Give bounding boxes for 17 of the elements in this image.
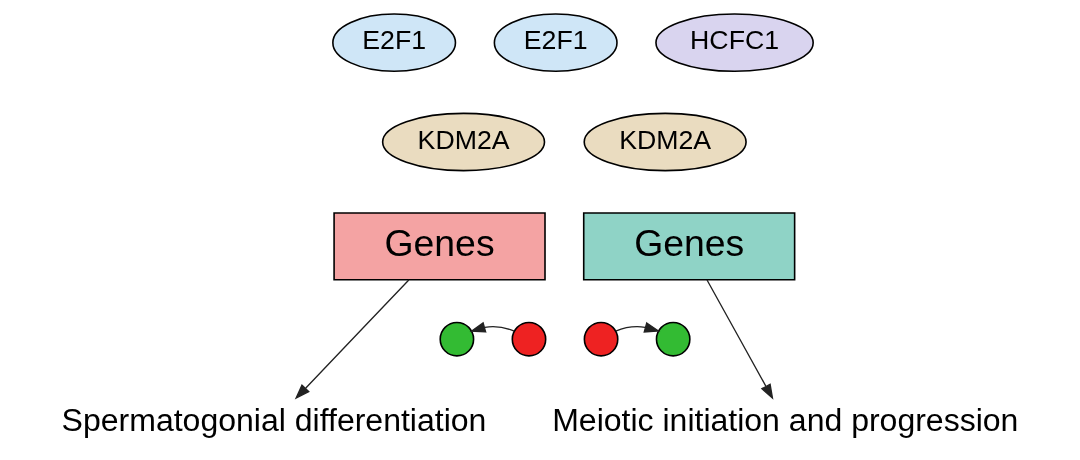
- arrow: [706, 278, 774, 400]
- node-box: Genes: [582, 211, 796, 281]
- arrow: [615, 321, 661, 333]
- arrow: [469, 321, 515, 333]
- node-box: Genes: [333, 211, 546, 281]
- arrow: [294, 278, 410, 400]
- node-circle: [511, 321, 547, 357]
- node-ellipse: KDM2A: [381, 112, 546, 171]
- node-ellipse: HCFC1: [655, 12, 814, 72]
- node-ellipse: E2F1: [493, 12, 618, 72]
- node-text: Spermatogonial differentiation: [61, 401, 487, 438]
- node-ellipse: E2F1: [332, 12, 457, 72]
- node-ellipse: KDM2A: [583, 112, 747, 171]
- node-circle: [583, 321, 619, 357]
- node-text: Meiotic initiation and progression: [552, 401, 1019, 438]
- node-circle: [655, 321, 691, 357]
- node-circle: [439, 321, 475, 357]
